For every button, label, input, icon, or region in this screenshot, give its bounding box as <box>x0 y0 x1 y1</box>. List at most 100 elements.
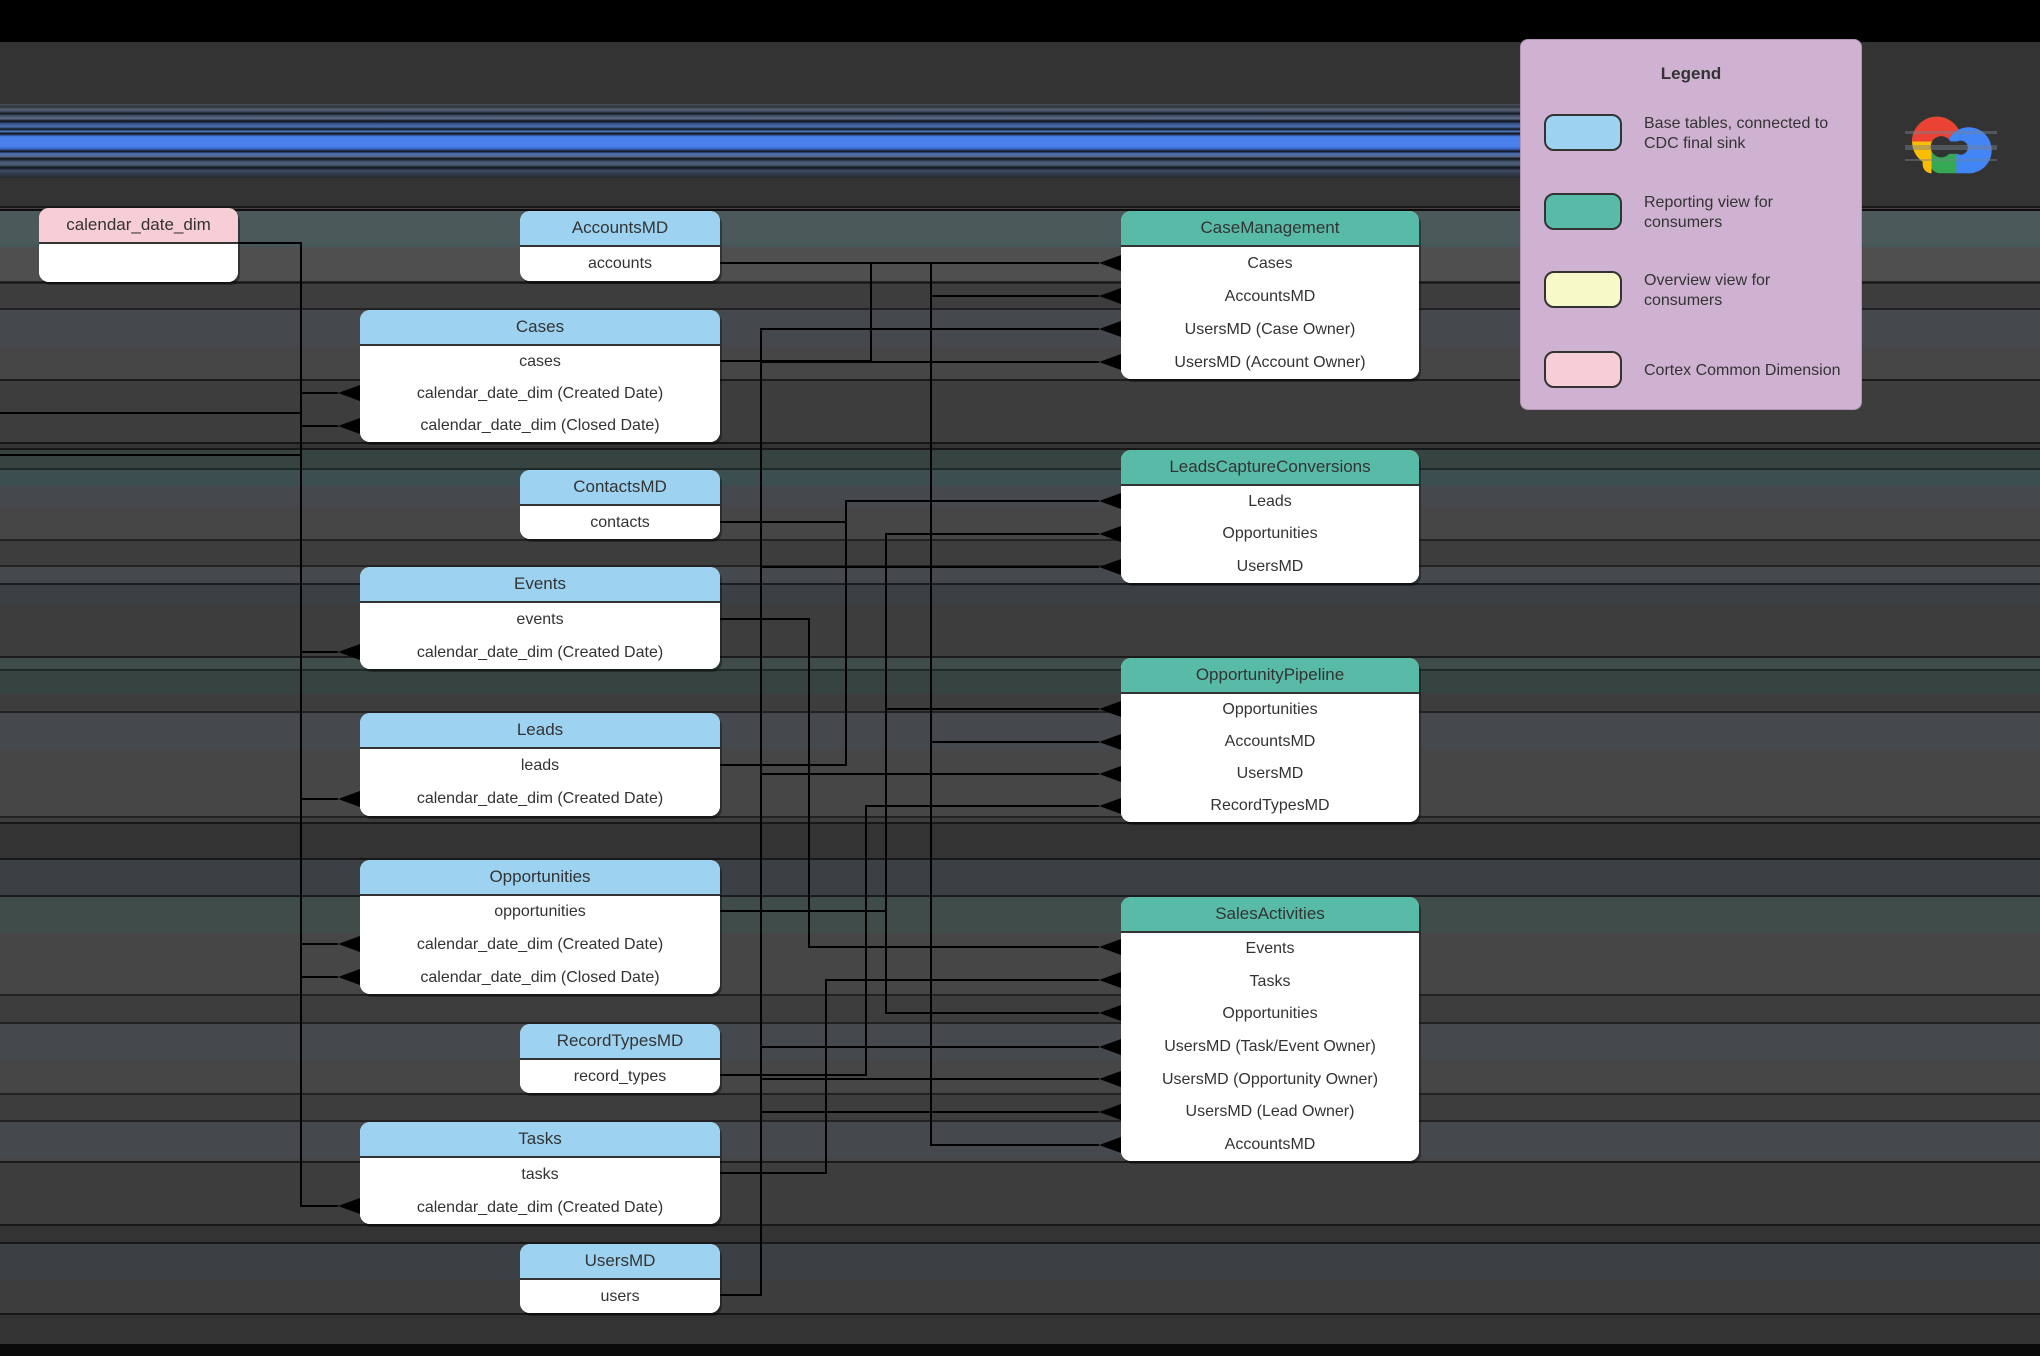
connector-line <box>300 798 338 800</box>
table-title: calendar_date_dim <box>39 208 238 244</box>
connector-line <box>720 262 930 264</box>
connector-line <box>930 1144 1099 1146</box>
table-title: Cases <box>360 310 720 346</box>
blur-band <box>0 897 2040 933</box>
connector-line <box>0 412 300 414</box>
legend-panel: Legend Base tables, connected to CDC fin… <box>1520 39 1862 410</box>
connector-line <box>760 1078 1099 1080</box>
connector-line <box>720 1074 865 1076</box>
blur-band <box>0 1120 2040 1122</box>
table-title: ContactsMD <box>520 470 720 506</box>
view-leadscaptureconversions: LeadsCaptureConversions Leads Opportunit… <box>1121 450 1419 583</box>
connector-arrowhead <box>1099 766 1121 782</box>
table-recordtypesmd: RecordTypesMD record_types <box>520 1024 720 1093</box>
connector-arrowhead <box>1099 493 1121 509</box>
blur-band <box>0 711 2040 713</box>
table-title: Events <box>360 567 720 603</box>
legend-label: Cortex Common Dimension <box>1644 362 1841 379</box>
table-row: accounts <box>587 255 653 272</box>
table-row: opportunities <box>494 903 586 921</box>
connector-arrowhead <box>1099 559 1121 575</box>
table-row: UsersMD (Lead Owner) <box>1185 1103 1355 1121</box>
blur-band <box>0 1122 2040 1158</box>
legend-title: Legend <box>1660 64 1722 83</box>
legend-swatch-overview-view <box>1544 271 1622 308</box>
connector-arrowhead <box>1099 1039 1121 1055</box>
connector-arrowhead <box>1099 1005 1121 1021</box>
view-casemanagement: CaseManagement Cases AccountsMD UsersMD … <box>1121 211 1419 379</box>
blur-band <box>0 1313 2040 1315</box>
table-row: calendar_date_dim (Created Date) <box>416 385 664 402</box>
connector-line <box>300 651 338 653</box>
table-row: calendar_date_dim (Closed Date) <box>420 417 660 434</box>
connector-line <box>760 566 1099 568</box>
connector-line <box>845 500 847 766</box>
table-body: contacts <box>520 506 720 539</box>
table-row: UsersMD (Case Owner) <box>1184 320 1356 338</box>
blur-band <box>0 822 2040 824</box>
legend-swatch-reporting-view <box>1544 193 1622 230</box>
table-title: Opportunities <box>360 860 720 896</box>
blur-band <box>0 282 2040 284</box>
connector-arrowhead <box>1099 972 1121 988</box>
table-row: Opportunities <box>1222 701 1318 718</box>
blur-band <box>0 567 2040 603</box>
connector-arrowhead <box>1099 1137 1121 1153</box>
blur-band <box>0 1244 2040 1280</box>
table-body: leads calendar_date_dim (Created Date) <box>360 749 720 816</box>
blur-band <box>0 1280 2040 1313</box>
connector-arrowhead <box>1099 288 1121 304</box>
legend-swatch-base-tables <box>1544 114 1622 151</box>
table-contactsmd: ContactsMD contacts <box>520 470 720 539</box>
table-body: tasks calendar_date_dim (Created Date) <box>360 1158 720 1224</box>
connector-line <box>865 805 867 1076</box>
legend-label: Base tables, connected to CDC final sink <box>1644 115 1829 152</box>
view-opportunitypipeline: OpportunityPipeline Opportunities Accoun… <box>1121 658 1419 822</box>
connector-line <box>760 773 1099 775</box>
table-body: Events Tasks Opportunities UsersMD (Task… <box>1121 933 1419 1161</box>
table-row: Tasks <box>1249 972 1291 990</box>
connector-line <box>885 708 1099 710</box>
table-row: cases <box>519 353 561 370</box>
connector-arrowhead <box>338 1198 360 1214</box>
legend-label: Reporting view for consumers <box>1644 194 1773 231</box>
table-title: Leads <box>360 713 720 749</box>
connector-arrowhead <box>1099 734 1121 750</box>
legend-item: Base tables, connected to CDC final sink <box>1544 114 1844 154</box>
table-row: RecordTypesMD <box>1210 797 1330 814</box>
table-body: users <box>520 1280 720 1313</box>
table-row: events <box>516 610 564 628</box>
connector-line <box>825 979 1099 981</box>
connector-arrowhead <box>1099 526 1121 542</box>
connector-line <box>825 979 827 1174</box>
connector-line <box>300 425 338 427</box>
table-row: AccountsMD <box>1224 733 1316 750</box>
connector-line <box>760 1046 1099 1048</box>
legend-label: Overview view for consumers <box>1644 272 1771 309</box>
blur-band <box>0 308 2040 310</box>
table-row: UsersMD <box>1236 557 1304 575</box>
blur-band <box>0 1242 2040 1244</box>
table-body: events calendar_date_dim (Created Date) <box>360 603 720 669</box>
legend-item: Reporting view for consumers <box>1544 193 1844 233</box>
blur-band <box>0 379 2040 381</box>
logo-scanline <box>1905 159 1997 161</box>
connector-arrowhead <box>338 936 360 952</box>
connector-arrowhead <box>338 644 360 660</box>
table-body: Leads Opportunities UsersMD <box>1121 486 1419 583</box>
table-row: UsersMD (Task/Event Owner) <box>1164 1038 1376 1056</box>
table-row: contacts <box>590 513 650 531</box>
table-body: record_types <box>520 1060 720 1093</box>
table-row: Cases <box>1247 254 1293 272</box>
blur-band <box>0 1161 2040 1163</box>
table-row: tasks <box>521 1165 559 1183</box>
blur-band <box>0 860 2040 896</box>
blur-band <box>0 206 2040 208</box>
legend-swatch-cortex-common <box>1544 351 1622 388</box>
table-row: UsersMD <box>1236 765 1304 782</box>
table-body: Cases AccountsMD UsersMD (Case Owner) Us… <box>1121 247 1419 379</box>
connector-line <box>808 946 1099 948</box>
table-row: AccountsMD <box>1224 1135 1316 1153</box>
table-title: LeadsCaptureConversions <box>1121 450 1419 486</box>
